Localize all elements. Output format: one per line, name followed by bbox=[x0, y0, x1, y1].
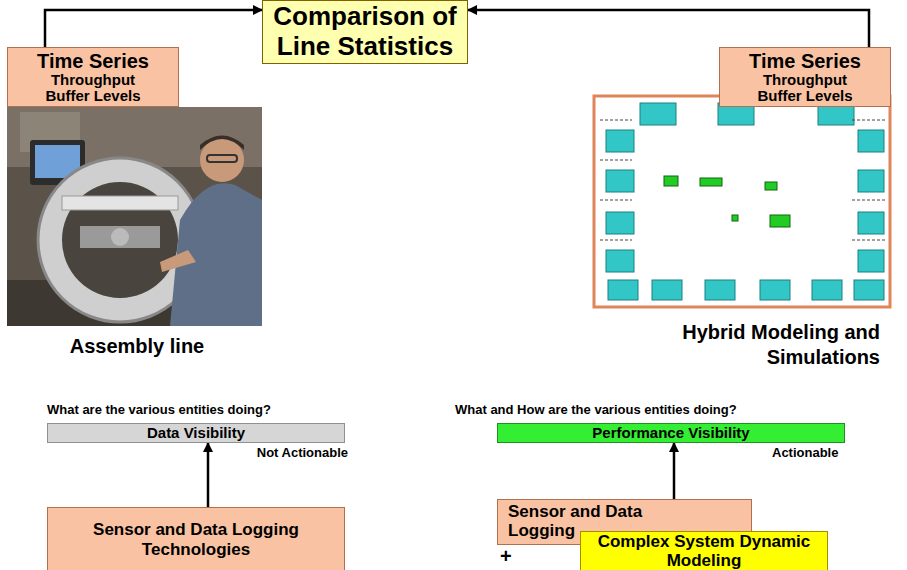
box-body: Throughput Buffer Levels bbox=[31, 72, 156, 105]
flow-arrow bbox=[45, 10, 262, 47]
technology-box: Sensor and Data Logging Technologies bbox=[47, 507, 345, 570]
box-body: Throughput Buffer Levels bbox=[743, 72, 868, 105]
flow-arrow bbox=[673, 443, 676, 499]
box-heading: Performance Visibility bbox=[592, 424, 749, 442]
question-label: What are the various entities doing? bbox=[47, 402, 387, 418]
flow-arrow bbox=[468, 10, 869, 47]
flow-arrow bbox=[207, 443, 210, 507]
time-series-box: Time SeriesThroughput Buffer Levels bbox=[719, 47, 891, 107]
plus-sign: + bbox=[500, 546, 522, 566]
photo-caption: Assembly line bbox=[37, 334, 237, 358]
box-heading: Sensor and Data Logging Technologies bbox=[91, 520, 301, 559]
panel-caption: Hybrid Modeling and Simulations bbox=[630, 320, 880, 370]
title-box: Comparison of Line Statistics bbox=[262, 0, 468, 64]
time-series-box: Time SeriesThroughput Buffer Levels bbox=[7, 47, 179, 107]
simulation-model bbox=[594, 96, 890, 307]
status-label: Not Actionable bbox=[238, 445, 348, 461]
box-heading: Comparison of Line Statistics bbox=[267, 2, 463, 62]
status-label: Actionable bbox=[772, 445, 862, 461]
visibility-bar: Data Visibility bbox=[47, 423, 345, 443]
visibility-bar: Performance Visibility bbox=[497, 423, 845, 443]
box-heading: Time Series bbox=[749, 50, 861, 72]
assembly-photo bbox=[7, 107, 262, 326]
box-heading: Complex System Dynamic Modeling bbox=[585, 533, 823, 570]
box-heading: Data Visibility bbox=[147, 424, 245, 442]
box-heading: Time Series bbox=[37, 50, 149, 72]
question-label: What and How are the various entities do… bbox=[455, 402, 835, 418]
modeling-box: Complex System Dynamic Modeling bbox=[580, 531, 828, 570]
